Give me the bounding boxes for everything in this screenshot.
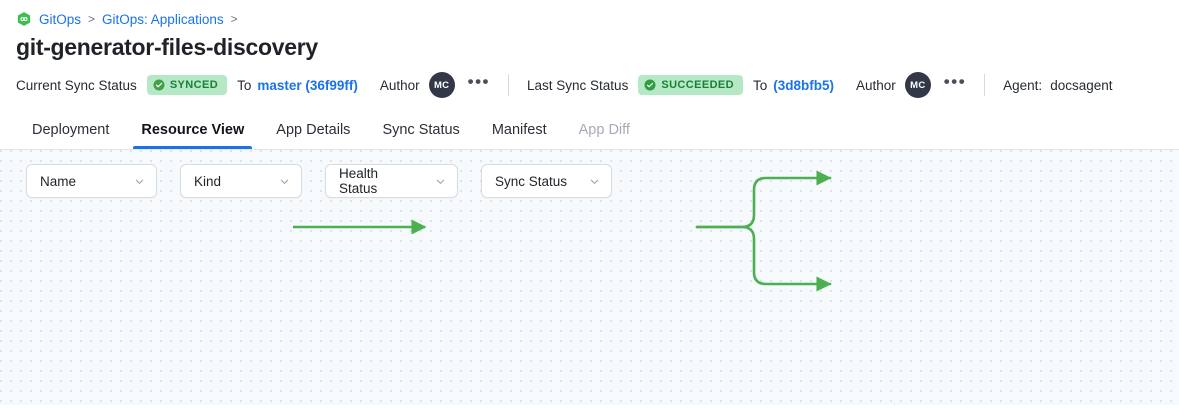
breadcrumb-link-gitops-applications[interactable]: GitOps: Applications [102, 11, 224, 27]
current-sync-status-label: Current Sync Status [16, 77, 137, 93]
last-to-label: To [753, 77, 768, 93]
edge-set-to-dev [695, 170, 832, 229]
current-to-label: To [237, 77, 252, 93]
filter-name[interactable]: Name [26, 164, 157, 198]
chevron-down-icon [589, 176, 600, 187]
filter-sync-status[interactable]: Sync Status [481, 164, 612, 198]
resource-graph-canvas[interactable]: Name Kind Health Status Sync Status [0, 150, 1179, 405]
chevron-down-icon [134, 176, 145, 187]
status-divider-1 [508, 74, 510, 96]
page-title: git-generator-files-discovery [16, 34, 318, 60]
breadcrumb-link-gitops[interactable]: GitOps [39, 11, 82, 27]
edge-set-to-prod [695, 225, 832, 292]
gitops-hexagon-icon [16, 11, 32, 27]
current-author-avatar[interactable]: MC [428, 72, 455, 98]
current-sync-status-badge[interactable]: SYNCED [146, 75, 228, 95]
tab-deployment[interactable]: Deployment [32, 122, 110, 138]
breadcrumb-separator: > [88, 12, 96, 26]
chevron-down-icon [279, 176, 290, 187]
tab-sync-status[interactable]: Sync Status [382, 122, 460, 138]
current-revision-link[interactable]: master (36f99ff) [257, 77, 358, 93]
tab-app-details[interactable]: App Details [276, 122, 351, 138]
last-more-icon[interactable]: ••• [943, 72, 967, 91]
tab-manifest[interactable]: Manifest [491, 122, 547, 138]
filter-sync-status-label: Sync Status [495, 173, 568, 189]
breadcrumb: GitOps > GitOps: Applications > [0, 0, 1179, 28]
check-circle-icon [153, 79, 165, 91]
last-sync-status-badge[interactable]: SUCCEEDED [638, 75, 743, 95]
last-sync-status-badge-text: SUCCEEDED [661, 79, 734, 91]
current-author-label: Author [379, 77, 420, 93]
agent-label: Agent: [1003, 77, 1043, 93]
last-revision-link[interactable]: (3d8bfb5) [773, 77, 835, 93]
graph-node-dev-guestbook-body: dev-guestbook Application 2 days [894, 403, 1072, 405]
last-author-avatar[interactable]: MC [904, 72, 931, 98]
filter-health-status[interactable]: Health Status [325, 164, 458, 198]
agent-value: docsagent [1050, 77, 1113, 93]
tab-bar: Deployment Resource View App Details Syn… [0, 110, 1179, 150]
tab-resource-view[interactable]: Resource View [125, 122, 260, 149]
filter-name-label: Name [40, 173, 77, 189]
status-bar: Current Sync Status SYNCED To master (36… [0, 66, 1179, 104]
filter-health-status-label: Health Status [339, 166, 379, 196]
check-circle-icon [644, 79, 656, 91]
filter-kind-label: Kind [194, 173, 222, 189]
status-divider-2 [984, 74, 986, 96]
tab-app-diff: App Diff [578, 122, 630, 138]
chevron-down-icon [435, 176, 446, 187]
last-author-label: Author [856, 77, 896, 93]
current-sync-status-badge-text: SYNCED [169, 79, 219, 91]
breadcrumb-separator-2: > [230, 12, 238, 26]
filter-kind[interactable]: Kind [180, 164, 302, 198]
last-sync-status-label: Last Sync Status [527, 77, 629, 93]
current-more-icon[interactable]: ••• [467, 72, 491, 91]
filter-bar: Name Kind Health Status Sync Status [26, 164, 612, 198]
